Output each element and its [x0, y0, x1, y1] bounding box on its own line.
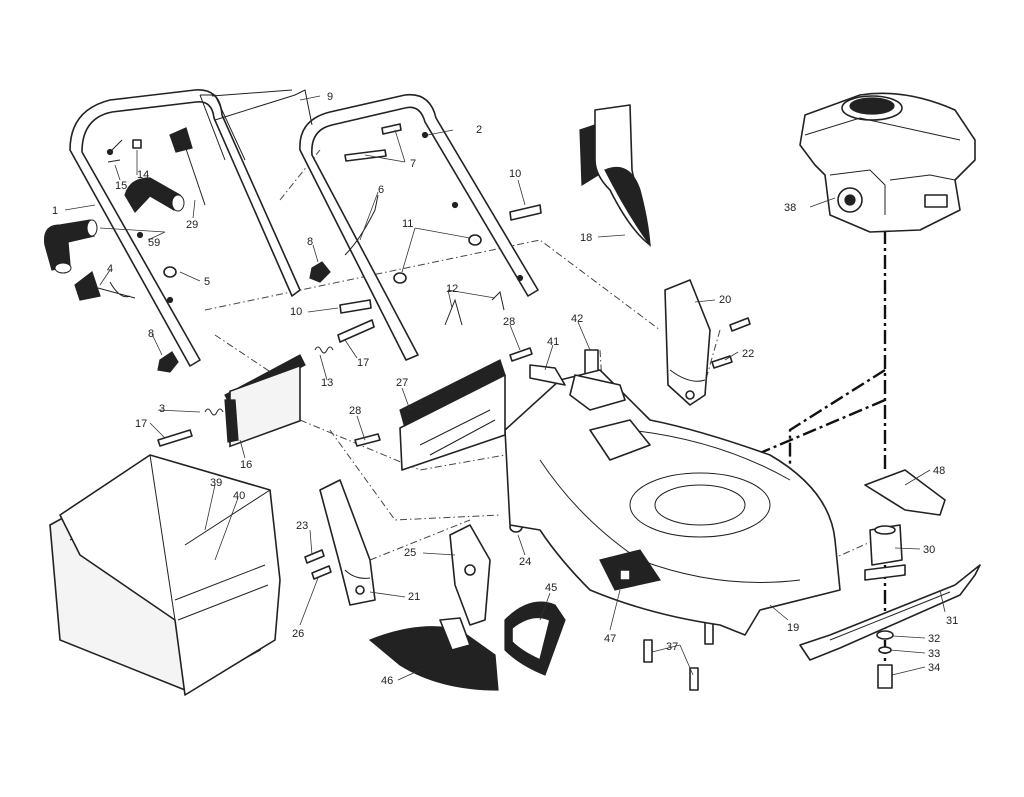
- side-discharge-deflector: [368, 617, 499, 691]
- grass-catcher-frame: [59, 454, 281, 696]
- callout-16: 16: [240, 459, 252, 471]
- lower-handle: [69, 89, 301, 367]
- blade-mount-bracket: [864, 469, 946, 516]
- blade-adapter: [864, 524, 906, 581]
- callout-42: 42: [571, 313, 583, 325]
- upper-handle: [299, 93, 539, 361]
- callout-22: 22: [742, 348, 754, 360]
- engine: [799, 92, 976, 233]
- control-cable: [169, 127, 206, 206]
- control-bar: [199, 89, 313, 161]
- callout-31: 31: [946, 615, 958, 627]
- callout-47: 47: [604, 633, 616, 645]
- height-adjuster-left: [319, 479, 376, 606]
- mulch-plug: [579, 104, 651, 248]
- callout-45: 45: [545, 582, 557, 594]
- callout-38: 38: [784, 202, 796, 214]
- callout-labels: 1 2 3 4 5 6 7 8 8 9 10 10 11 12 13 14 15…: [52, 91, 958, 687]
- callout-5: 5: [204, 276, 210, 288]
- mower-deck: [504, 369, 841, 636]
- callout-7: 7: [410, 158, 416, 170]
- callout-28-upper: 28: [503, 316, 515, 328]
- callout-15: 15: [115, 180, 127, 192]
- callout-24: 24: [519, 556, 531, 568]
- side-bracket: [449, 524, 491, 626]
- callout-17-middle: 17: [357, 357, 369, 369]
- mower-blade: [799, 564, 981, 661]
- callout-13: 13: [321, 377, 333, 389]
- callout-23: 23: [296, 520, 308, 532]
- hardware-pieces: [74, 123, 751, 691]
- callout-9: 9: [327, 91, 333, 103]
- rear-flap: [529, 364, 566, 386]
- callout-10-lower: 10: [290, 306, 302, 318]
- callout-37: 37: [666, 641, 678, 653]
- callout-34: 34: [928, 662, 940, 674]
- callout-25: 25: [404, 547, 416, 559]
- callout-28-lower: 28: [349, 405, 361, 417]
- callout-33: 33: [928, 648, 940, 660]
- callout-1: 1: [52, 205, 58, 217]
- height-adjuster-right: [664, 279, 711, 406]
- callout-8-upper: 8: [307, 236, 313, 248]
- callout-48: 48: [933, 465, 945, 477]
- mulch-door: [224, 354, 306, 448]
- blade-washers-and-bolt: [876, 630, 894, 689]
- callout-6: 6: [378, 184, 384, 196]
- callout-59: 59: [148, 237, 160, 249]
- callout-21: 21: [408, 591, 420, 603]
- callout-12: 12: [446, 283, 458, 295]
- callout-46: 46: [381, 675, 393, 687]
- rear-door: [399, 359, 506, 471]
- callout-14: 14: [137, 169, 149, 181]
- callout-3: 3: [159, 403, 165, 415]
- callout-11: 11: [402, 218, 413, 230]
- handle-grips: [43, 177, 185, 274]
- callout-40: 40: [233, 490, 245, 502]
- callout-26: 26: [292, 628, 304, 640]
- callout-18: 18: [580, 232, 592, 244]
- callout-27: 27: [396, 377, 408, 389]
- callout-29: 29: [186, 219, 198, 231]
- callout-39: 39: [210, 477, 222, 489]
- callout-30: 30: [923, 544, 935, 556]
- callout-2: 2: [476, 124, 482, 136]
- callout-17-left: 17: [135, 418, 147, 430]
- callout-10-upper: 10: [509, 168, 521, 180]
- callout-8-lower: 8: [148, 328, 154, 340]
- callout-32: 32: [928, 633, 940, 645]
- callout-19: 19: [787, 622, 799, 634]
- side-discharge-chute: [504, 601, 566, 676]
- callout-41: 41: [547, 336, 559, 348]
- callout-20: 20: [719, 294, 731, 306]
- callout-4: 4: [107, 263, 113, 275]
- callout-leader-lines: [64, 95, 946, 681]
